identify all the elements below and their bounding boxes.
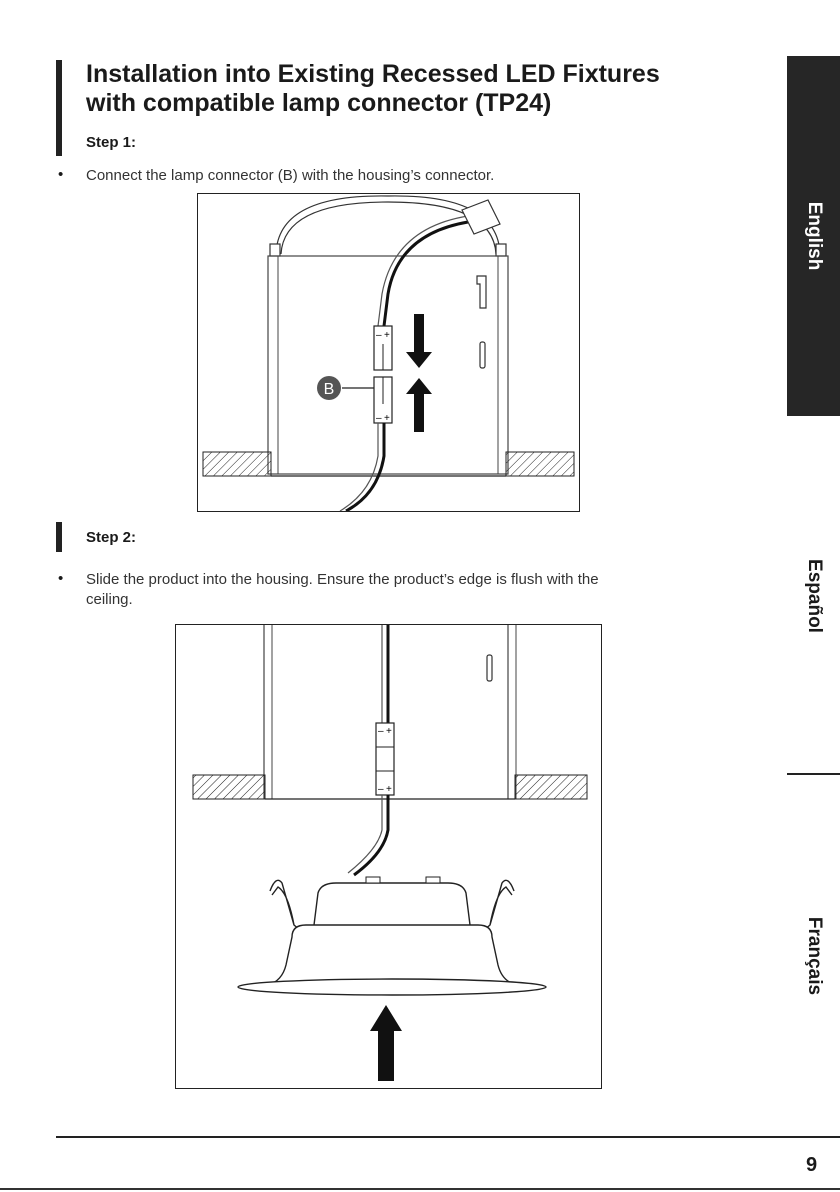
bullet-icon: •: [58, 570, 64, 587]
lamp-trim-flange: [237, 978, 547, 996]
joined-connector: [375, 722, 395, 796]
page-title: Installation into Existing Recessed LED …: [86, 60, 660, 118]
bottom-connector-plus: +: [386, 784, 392, 795]
housing-wire: [382, 220, 469, 327]
lamp-wire: [353, 795, 390, 877]
step-2-illustration: – + – +: [175, 624, 602, 1089]
step-1-instruction: Connect the lamp connector (B) with the …: [86, 167, 495, 184]
ceiling-left: [192, 774, 266, 800]
heading-accent-bar: [56, 60, 62, 156]
arrow-up-icon: [406, 378, 432, 432]
tab-francais[interactable]: Français: [787, 776, 840, 1136]
lower-connector-minus: –: [376, 413, 382, 424]
lower-connector-plus: +: [384, 413, 390, 424]
tab-english-label: English: [803, 201, 825, 271]
step-1-label: Step 1:: [86, 134, 137, 151]
spring-clip-left: [269, 879, 307, 936]
step-2-instruction-line-2: ceiling.: [86, 591, 133, 608]
tab-espanol[interactable]: Español: [787, 420, 840, 772]
step-2-instruction: Slide the product into the housing. Ensu…: [86, 570, 696, 610]
step-1-illustration: – + – + B: [197, 193, 580, 512]
lamp-wire: [345, 423, 386, 511]
tab-espanol-label: Español: [803, 559, 825, 633]
arrow-up-icon: [370, 1005, 402, 1081]
top-connector-minus: –: [378, 726, 384, 737]
callout-b-label: B: [324, 381, 335, 398]
ceiling-right: [514, 774, 588, 800]
lamp-trim-body: [267, 924, 517, 986]
step-2-instruction-line-1: Slide the product into the housing. Ensu…: [86, 571, 599, 588]
housing-bracket: [275, 195, 501, 255]
step-2-label: Step 2:: [86, 529, 137, 546]
lamp-driver-cap: [313, 882, 471, 926]
ceiling-right: [505, 451, 575, 477]
upper-connector-plus: +: [384, 330, 390, 341]
tab-divider: [787, 773, 840, 775]
top-connector-plus: +: [386, 726, 392, 737]
step-2-accent-bar: [56, 522, 62, 552]
tab-english[interactable]: English: [787, 56, 840, 416]
insertion-diagram: – + – +: [192, 625, 588, 1081]
footer-rule: [56, 1136, 840, 1138]
title-line-1: Installation into Existing Recessed LED …: [86, 60, 660, 88]
page-bottom-rule: [0, 1188, 840, 1190]
arrow-down-icon: [406, 314, 432, 368]
bottom-connector-minus: –: [378, 784, 384, 795]
spring-clip-right: [477, 879, 515, 936]
connector-diagram: – + – + B: [202, 195, 575, 511]
ceiling-left: [202, 451, 272, 477]
housing-can: [267, 255, 509, 475]
bullet-icon: •: [58, 166, 64, 183]
tab-francais-label: Français: [803, 916, 825, 996]
callout-b-marker: [317, 376, 341, 400]
page-number: 9: [806, 1154, 818, 1176]
title-line-2: with compatible lamp connector (TP24): [86, 89, 552, 117]
upper-connector-minus: –: [376, 330, 382, 341]
